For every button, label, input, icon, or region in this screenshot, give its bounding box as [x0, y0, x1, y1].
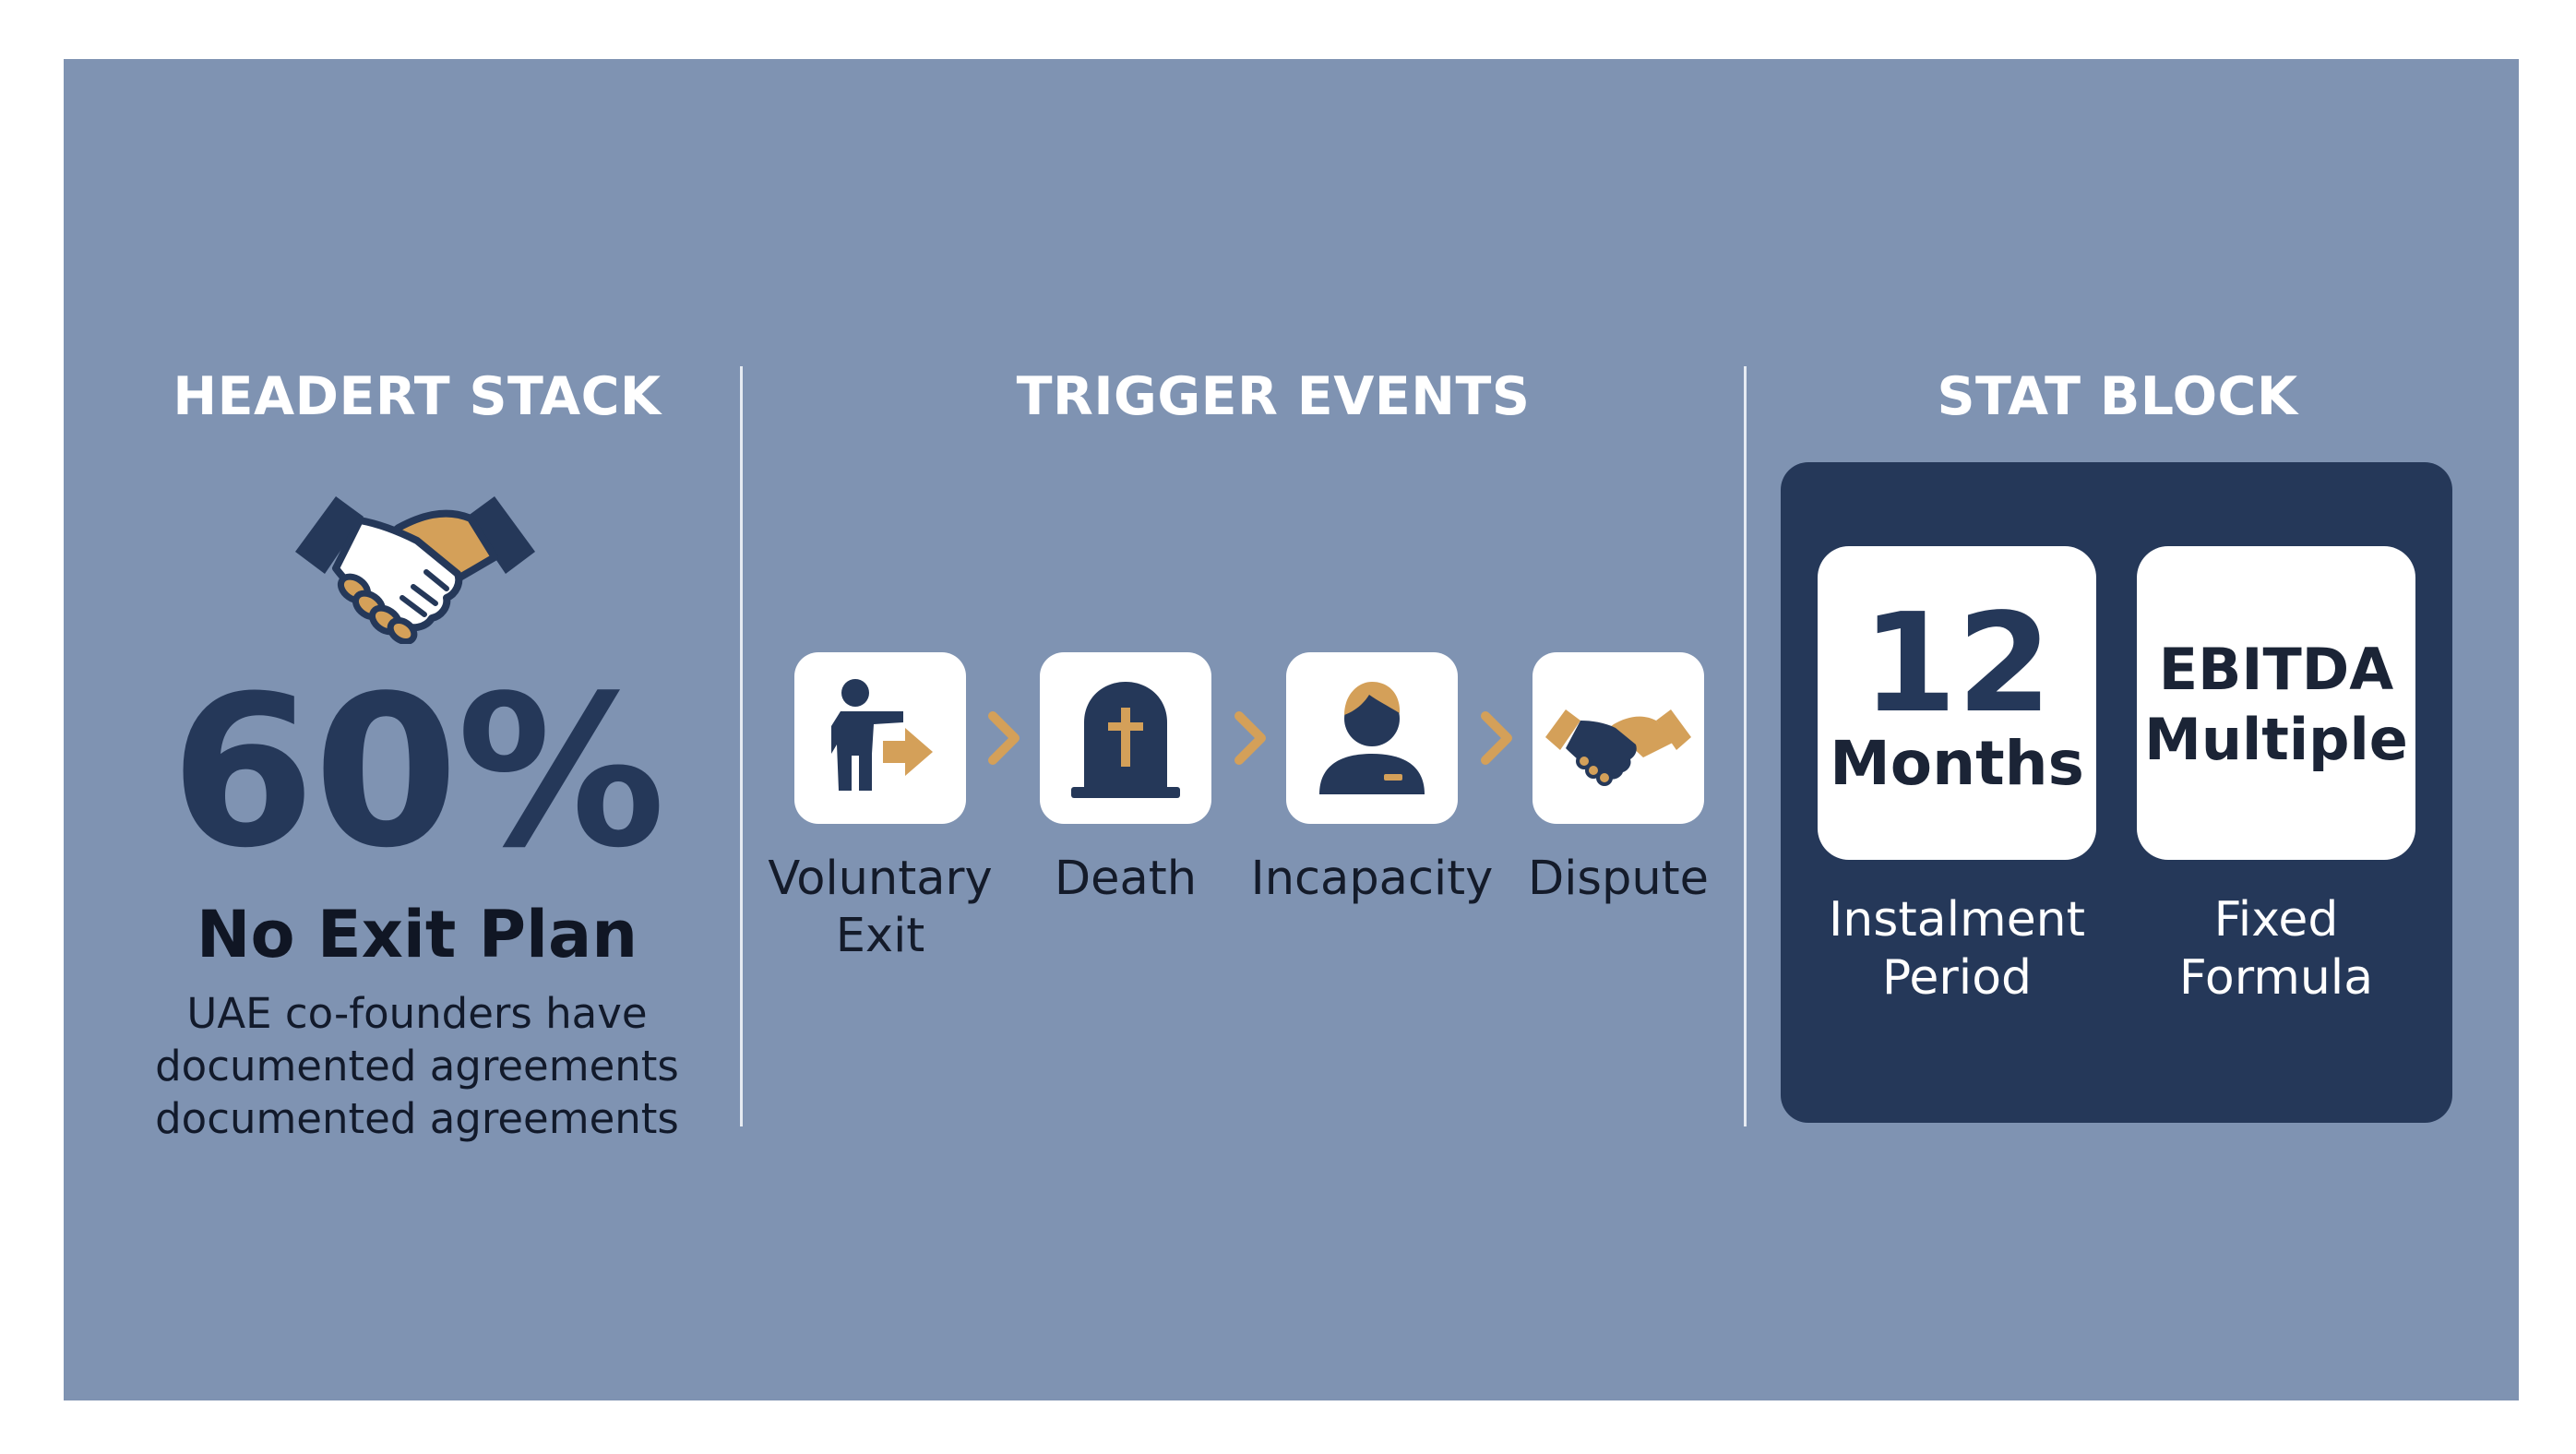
chevron-right-icon	[1481, 711, 1512, 765]
stat-card-formula: EBITDA Multiple	[2137, 546, 2415, 860]
chevron-right-icon	[988, 711, 1020, 765]
card-caption-formula: Fixed Formula	[2119, 891, 2433, 1007]
event-label-dispute: Dispute	[1489, 851, 1747, 908]
event-label-line: Incapacity	[1250, 852, 1494, 906]
chevron-right-icon	[1234, 711, 1266, 765]
event-tile-voluntary-exit	[794, 652, 966, 824]
description-line: documented agreements	[155, 1094, 679, 1143]
handshake-icon	[295, 496, 535, 644]
stat-description: UAE co-founders have documented agreemen…	[122, 987, 712, 1145]
event-tile-dispute	[1532, 652, 1704, 824]
card-title-line: Multiple	[2144, 706, 2408, 773]
card-title: EBITDA Multiple	[2137, 635, 2415, 775]
event-label-death: Death	[996, 851, 1255, 908]
column-divider-right	[1744, 366, 1747, 1126]
card-caption-instalment: Instalment Period	[1800, 891, 2114, 1007]
person-icon	[1319, 682, 1425, 794]
person-exit-icon	[831, 679, 933, 791]
tombstone-icon	[1071, 682, 1180, 798]
card-unit: Months	[1830, 728, 2084, 799]
event-label-voluntary-exit: Voluntary Exit	[751, 851, 1009, 965]
card-caption-line: Instalment	[1828, 892, 2086, 947]
event-label-line: Death	[1054, 852, 1198, 906]
card-caption-line: Period	[1881, 950, 2033, 1006]
event-tile-incapacity	[1286, 652, 1458, 824]
section-title-trigger-events: TRIGGER EVENTS	[1016, 366, 1531, 427]
column-divider-left	[740, 366, 743, 1126]
event-label-line: Voluntary	[768, 852, 993, 906]
card-title-line: EBITDA	[2158, 636, 2394, 703]
stat-card-instalment: 12 Months	[1818, 546, 2096, 860]
description-line: documented agreements	[155, 1042, 679, 1090]
description-line: UAE co-founders have	[186, 989, 648, 1038]
stat-label: No Exit Plan	[196, 897, 638, 972]
card-caption-line: Formula	[2178, 950, 2374, 1006]
event-label-line: Dispute	[1527, 852, 1710, 906]
section-title-header-stack: HEADERT STACK	[173, 366, 662, 427]
exit-plan-percentage: 60%	[170, 651, 666, 894]
event-tile-death	[1040, 652, 1211, 824]
event-label-line: Exit	[835, 909, 925, 963]
card-value: 12	[1862, 584, 2052, 743]
handshake-icon	[1545, 709, 1691, 786]
event-label-incapacity: Incapacity	[1243, 851, 1501, 908]
card-caption-line: Fixed	[2213, 892, 2339, 947]
section-title-stat-block: STAT BLOCK	[1937, 366, 2298, 427]
